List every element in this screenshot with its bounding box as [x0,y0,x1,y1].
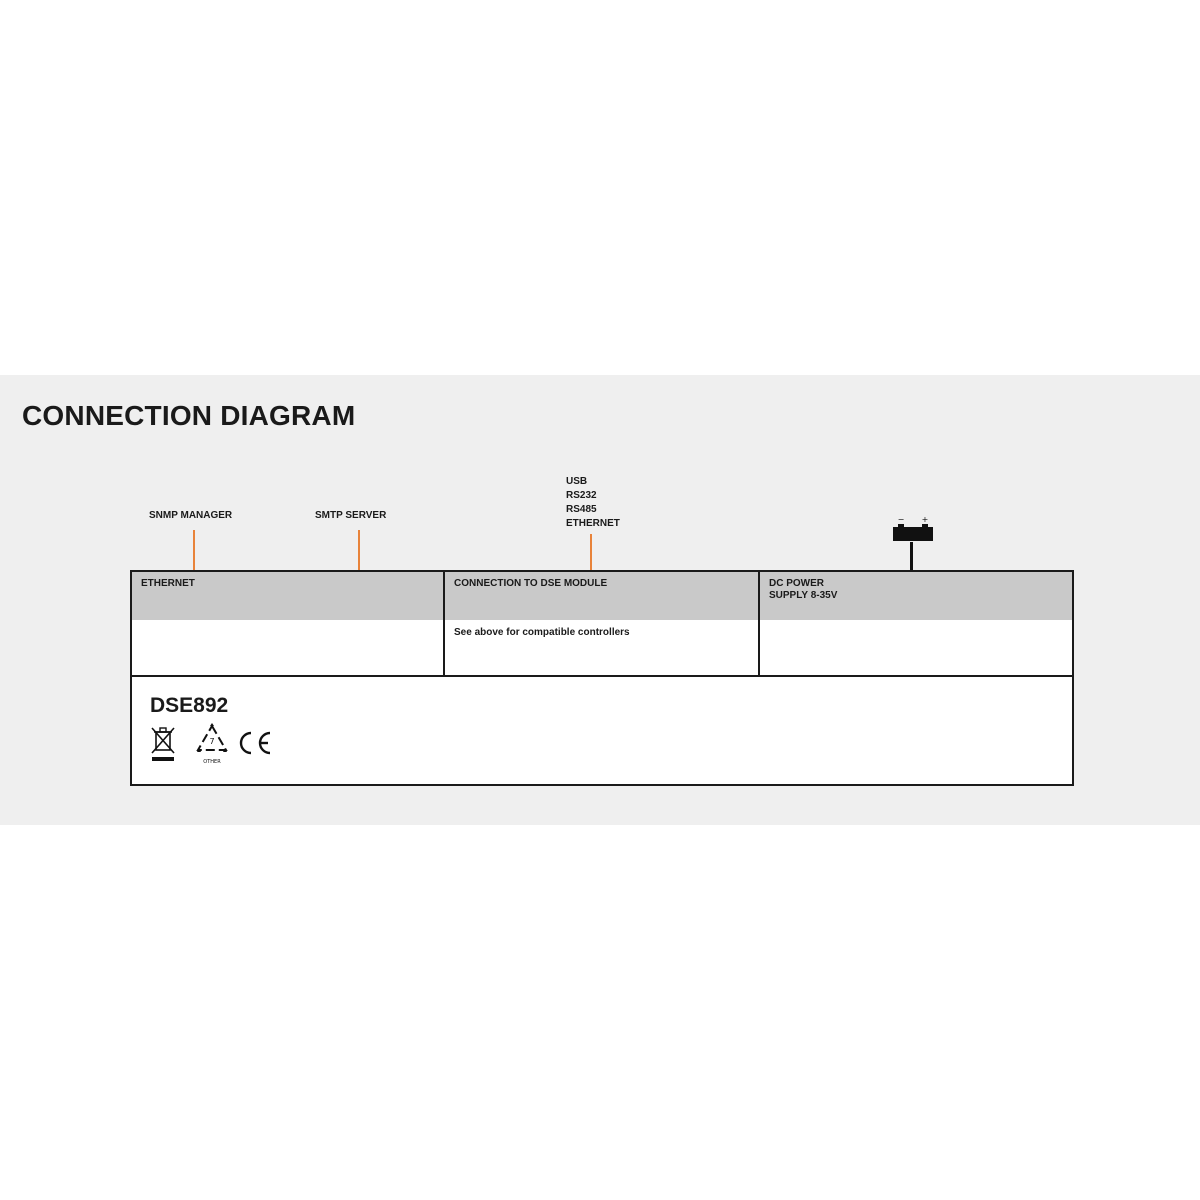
dc-power-section: DC POWER SUPPLY 8-35V [760,572,1072,676]
dc-power-section-header: DC POWER SUPPLY 8-35V [760,572,1072,620]
ethernet-section-title: ETHERNET [141,578,195,589]
page-title: CONNECTION DIAGRAM [22,400,356,431]
power-wire [910,542,913,571]
dc-power-title-line1: DC POWER [769,578,824,589]
snmp-manager-lead [193,530,195,570]
rs485-label: RS485 [566,504,597,515]
model-name: DSE892 [150,694,229,717]
dse-module-section-note: See above for compatible controllers [454,627,630,638]
svg-text:7: 7 [209,737,214,746]
panel-divider [132,675,1072,677]
section-divider [758,572,760,676]
ethernet-section-body [132,620,444,634]
usb-label: USB [566,476,588,487]
ethernet-port-label: ETHERNET [566,518,620,529]
ethernet-section-header: ETHERNET [132,572,444,620]
recycle-caption: OTHER [203,759,221,765]
dse-module-section-header: CONNECTION TO DSE MODULE [445,572,759,620]
battery-plus-sign: + [922,515,929,524]
ce-mark-icon [239,731,271,755]
dc-power-section-body [760,620,1072,634]
rs232-label: RS232 [566,490,597,501]
dc-power-title-line2: SUPPLY 8-35V [769,590,838,601]
battery-minus-sign: − [898,515,905,524]
section-divider [443,572,445,676]
dse-module-section: CONNECTION TO DSE MODULE See above for c… [445,572,759,676]
battery-icon: − + [893,515,933,541]
snmp-manager-label: SNMP MANAGER [149,510,233,521]
smtp-server-label: SMTP SERVER [315,510,387,521]
module-outline: ETHERNET CONNECTION TO DSE MODULE See ab… [130,570,1074,786]
module-connection-lead [590,534,592,570]
weee-bin-icon [151,727,175,761]
smtp-server-lead [358,530,360,570]
dse-module-section-title: CONNECTION TO DSE MODULE [454,578,608,589]
ethernet-section: ETHERNET [132,572,444,676]
recycle-icon: 7 OTHER [196,723,228,765]
